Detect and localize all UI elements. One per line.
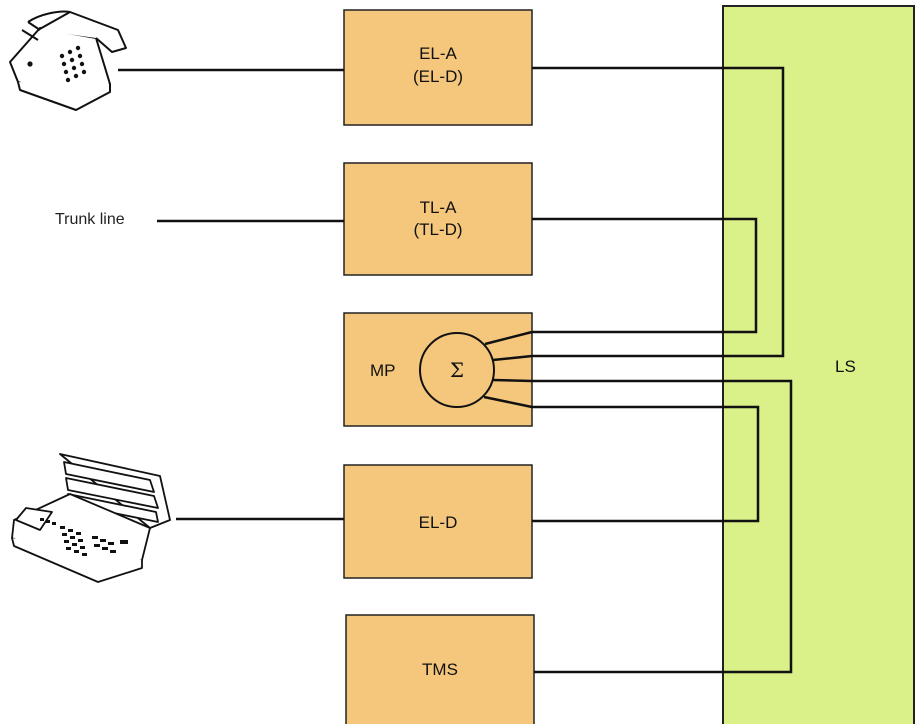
- eld-label: EL-D: [419, 513, 458, 532]
- ls-label: LS: [835, 357, 856, 376]
- digital-telephone-icon: [12, 454, 170, 582]
- tla-label: TL-A: [420, 198, 458, 217]
- analog-telephone-icon: [10, 11, 126, 110]
- trunk-line-label: Trunk line: [55, 211, 125, 228]
- tla-sublabel: (TL-D): [413, 220, 462, 239]
- tla-block: [344, 163, 532, 275]
- ela-label: EL-A: [419, 44, 457, 63]
- sigma-symbol: Σ: [450, 358, 464, 382]
- tms-label: TMS: [422, 660, 458, 679]
- ls-bus: [723, 6, 914, 724]
- mp-label: MP: [370, 361, 396, 380]
- ela-sublabel: (EL-D): [413, 67, 463, 86]
